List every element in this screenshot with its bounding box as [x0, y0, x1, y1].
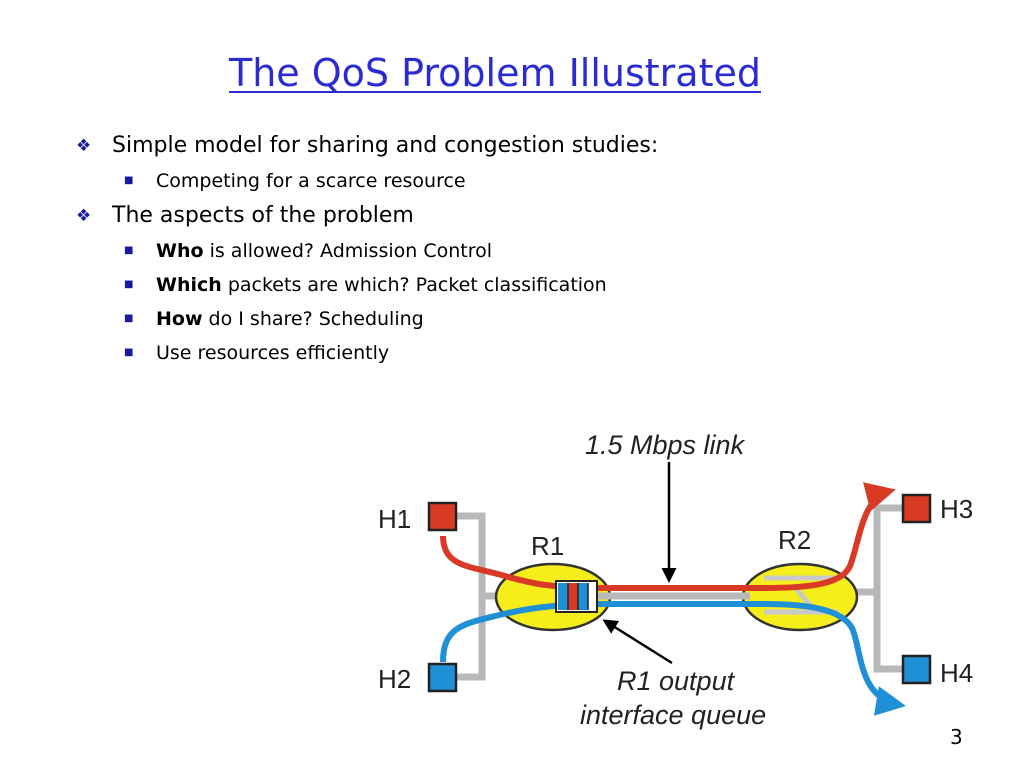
- sub-bullet-bold: How: [156, 308, 203, 330]
- sub-bullet-text: is allowed? Admission Control: [203, 240, 493, 262]
- queue-callout-arrow: [602, 619, 673, 665]
- red-flow-path: [440, 482, 896, 591]
- sub-bullet-item: ■ Which packets are which? Packet classi…: [76, 268, 956, 302]
- sub-bullet-item: ■ How do I share? Scheduling: [76, 302, 956, 336]
- sub-bullet-text: Use resources efficiently: [156, 342, 390, 364]
- page-number: 3: [950, 725, 963, 749]
- host-h4-label: H4: [940, 658, 973, 688]
- host-h2-label: H2: [378, 664, 411, 694]
- bullet-text: Simple model for sharing and congestion …: [112, 133, 659, 158]
- host-h3-box: [901, 493, 932, 524]
- bullet-text: The aspects of the problem: [112, 203, 414, 228]
- square-bullet-icon: ■: [124, 279, 134, 290]
- sub-bullet-text: packets are which? Packet classification: [221, 274, 607, 296]
- bullet-list: ❖ Simple model for sharing and congestio…: [76, 128, 956, 370]
- square-bullet-icon: ■: [124, 347, 134, 358]
- router-r1-label: R1: [531, 531, 564, 561]
- blue-flow-path: [440, 601, 906, 716]
- host-h4-box: [901, 654, 932, 685]
- output-queue: [555, 580, 598, 613]
- queue-label-line2: interface queue: [580, 700, 766, 730]
- bullet-item: ❖ The aspects of the problem: [76, 198, 956, 234]
- square-bullet-icon: ■: [124, 175, 134, 186]
- bullet-item: ❖ Simple model for sharing and congestio…: [76, 128, 956, 164]
- sub-bullet-text: do I share? Scheduling: [202, 308, 424, 330]
- host-h3-label: H3: [940, 494, 973, 524]
- host-h1-box: [427, 501, 458, 532]
- slide-title: The QoS Problem Illustrated: [229, 51, 761, 95]
- router-r2-label: R2: [778, 525, 811, 555]
- sub-bullet-bold: Which: [156, 274, 222, 296]
- sub-bullet-item: ■ Competing for a scarce resource: [76, 164, 956, 198]
- diamond-bullet-icon: ❖: [76, 206, 92, 226]
- sub-bullet-item: ■ Use resources efficiently: [76, 336, 956, 370]
- queue-label-line1: R1 output: [617, 666, 736, 696]
- sub-bullet-text: Competing for a scarce resource: [156, 170, 466, 192]
- link-label: 1.5 Mbps link: [585, 430, 746, 460]
- square-bullet-icon: ■: [124, 313, 134, 324]
- diamond-bullet-icon: ❖: [76, 136, 92, 156]
- sub-bullet-bold: Who: [156, 240, 204, 262]
- square-bullet-icon: ■: [124, 245, 134, 256]
- host-h1-label: H1: [378, 504, 411, 534]
- sub-bullet-item: ■ Who is allowed? Admission Control: [76, 234, 956, 268]
- host-h2-box: [427, 662, 458, 693]
